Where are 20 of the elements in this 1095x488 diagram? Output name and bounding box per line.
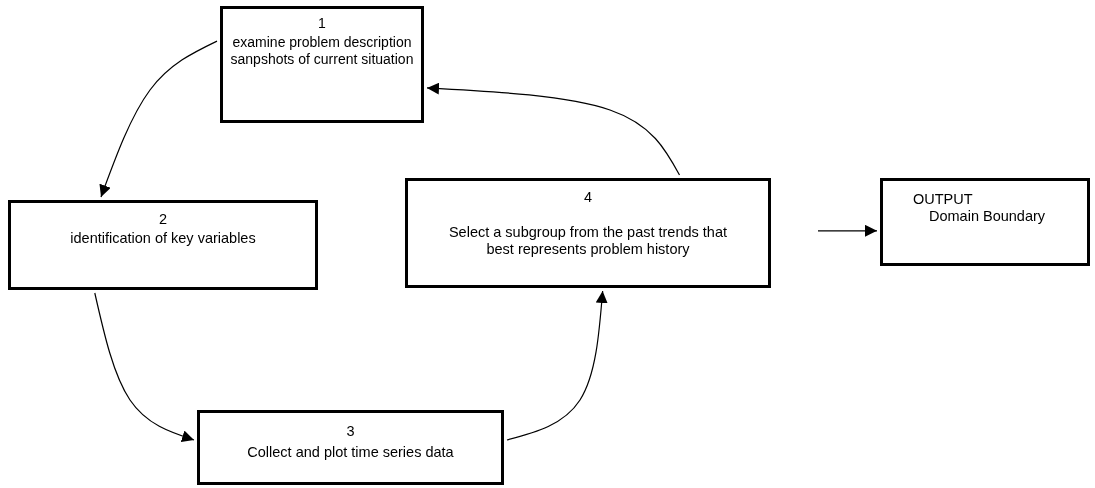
process-box — [220, 6, 424, 123]
arrow — [426, 82, 681, 176]
step-text: Select a subgroup from the past trends that best represents problem history — [448, 224, 728, 258]
step-text: Collect and plot time series data — [247, 444, 454, 461]
step-heading: OUTPUT — [913, 191, 973, 208]
arrow — [817, 224, 878, 237]
step-heading: 1 — [318, 15, 326, 32]
process-box — [405, 178, 771, 288]
step-heading: 4 — [583, 189, 593, 206]
arrow — [99, 40, 218, 198]
process-box — [197, 410, 504, 485]
process-box — [8, 200, 318, 290]
step-heading: 2 — [158, 211, 168, 228]
step-heading: 3 — [346, 423, 355, 440]
arrow — [506, 290, 608, 441]
arrow — [94, 292, 195, 442]
step-text: Domain Boundary — [928, 208, 1046, 225]
process-box — [880, 178, 1090, 266]
step-text: examine problem description sanpshots of current situation — [229, 34, 415, 68]
step-text: identification of key variables — [70, 230, 256, 247]
